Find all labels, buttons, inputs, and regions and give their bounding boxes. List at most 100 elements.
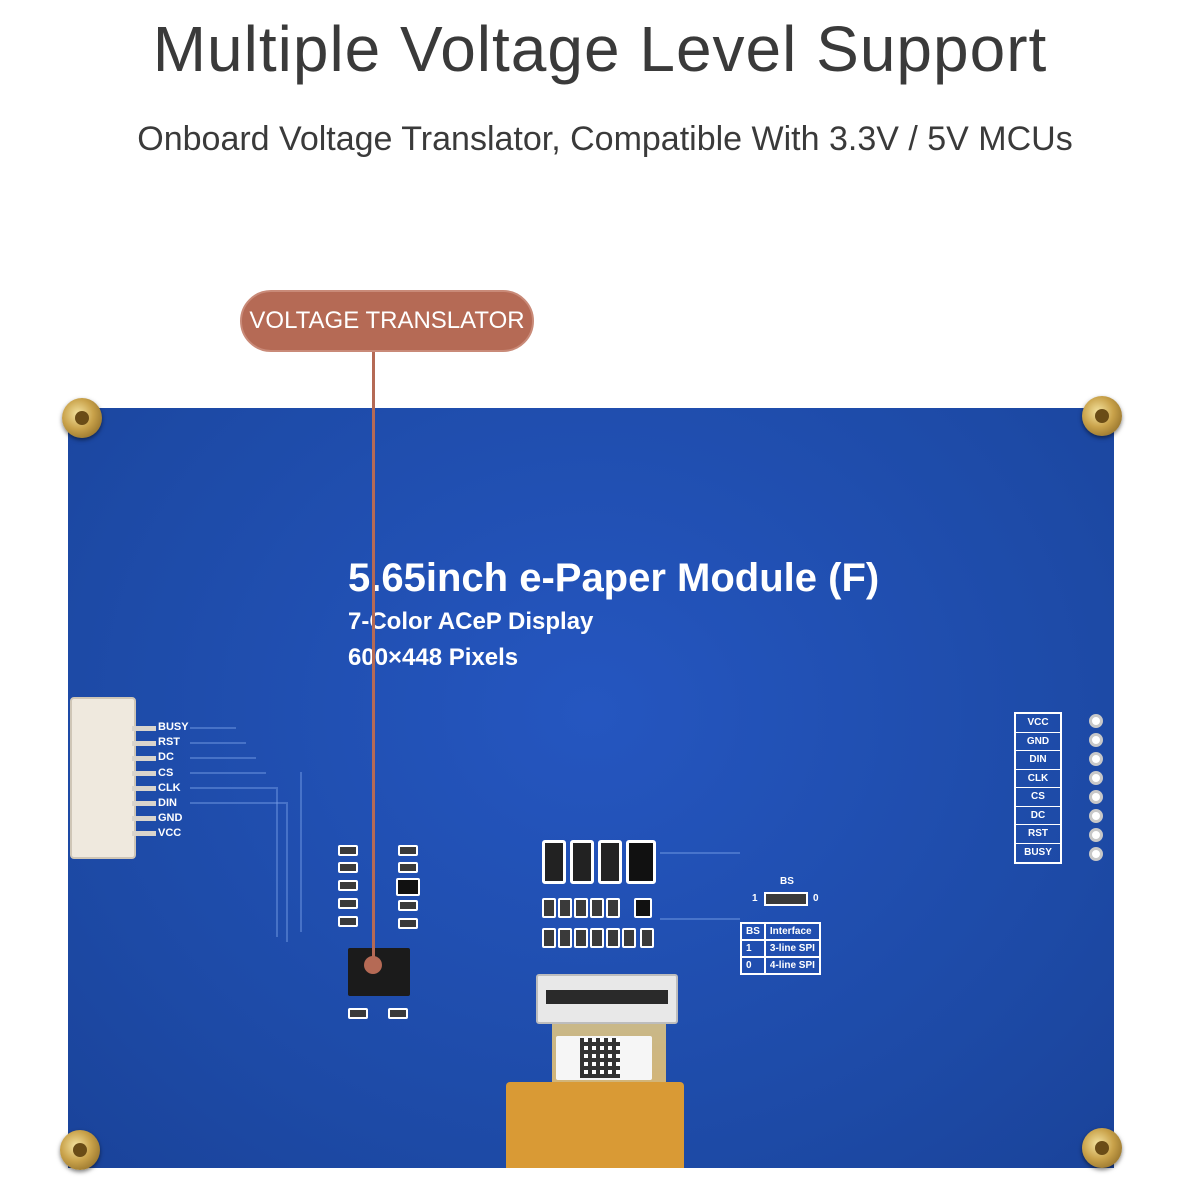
board-title: 5.65inch e-Paper Module (F) [348,556,880,600]
pin-label: DIN [158,797,177,810]
bs-switch-zero: 0 [813,893,819,904]
pin-label: DIN [1016,751,1060,770]
pcb-trace [660,852,740,854]
pin-label: CS [158,766,174,779]
connector-pin [132,816,156,821]
pcb-trace [286,802,288,942]
connector-pin [132,741,156,746]
pcb-trace [276,787,278,937]
capacitor-component [542,840,566,884]
smd-component [338,862,358,873]
smd-component [338,916,358,927]
smd-component [558,898,572,918]
pcb-trace [190,727,236,729]
capacitor-component [570,840,594,884]
pin-label: DC [1016,807,1060,825]
standoff-bottom-left [60,1130,100,1170]
connector-pin [132,726,156,731]
pcb-trace [190,757,256,759]
table-cell: 4-line SPI [763,956,821,975]
page-title: Multiple Voltage Level Support [152,13,1048,85]
pin-label: CLK [158,781,181,794]
smd-component [574,898,588,918]
smd-component [542,928,556,948]
pin-label: BUSY [158,721,189,733]
connector-pin [132,771,156,776]
callout-pointer-dot [364,956,382,974]
smd-component [558,928,572,948]
inductor-component [626,840,656,884]
right-pin-labels: VCC GND DIN CLK CS DC RST BUSY [1014,712,1062,864]
pcb-trace [190,742,246,744]
left-pin-labels: BUSY RST DC CS CLK DIN GND VCC [158,720,218,842]
smd-component [634,898,652,918]
table-header-cell: BS [740,922,766,941]
smd-component [398,862,418,873]
pin-label: DC [158,751,174,764]
smd-component [388,1008,408,1019]
standoff-top-right [1082,396,1122,436]
smd-component [574,928,588,948]
pcb-trace [190,802,286,804]
pin-label: VCC [158,827,182,840]
pin-label: CLK [1016,770,1060,788]
pin-label: GND [1016,733,1060,751]
solder-pad [1089,771,1103,785]
table-cell: 0 [740,956,766,975]
smd-component [606,898,620,918]
connector-pin [132,756,156,761]
solder-pad [1089,714,1103,728]
capacitor-component [598,840,622,884]
voltage-translator-chip [348,948,410,996]
voltage-translator-callout: VOLTAGE TRANSLATOR [240,290,534,352]
bs-switch [764,892,808,906]
table-row: 0 4-line SPI [740,956,821,975]
pin-label: RST [158,736,180,749]
smd-component [590,928,604,948]
standoff-bottom-right [1082,1128,1122,1168]
bs-switch-one: 1 [752,893,758,904]
flex-cable-base [506,1082,684,1168]
smd-component [542,898,556,918]
fpc-connector [536,974,678,1024]
smd-component [338,845,358,856]
solder-pad [1089,733,1103,747]
smd-component [338,898,358,909]
pcb-trace [190,787,276,789]
solder-pad [1089,790,1103,804]
pin-label: BUSY [1024,846,1052,858]
board-subtitle-pixels: 600×448 Pixels [348,644,519,671]
smd-component [348,1008,368,1019]
smd-component [606,928,620,948]
smd-component [338,880,358,891]
bs-interface-table: BS Interface 1 3-line SPI 0 4-line SPI [740,922,821,975]
pcb-board [68,408,1114,1168]
page-subtitle: Onboard Voltage Translator, Compatible W… [137,120,1073,158]
transistor-component [396,878,420,896]
pin-header-connector [70,697,136,859]
pin-label: RST [1016,825,1060,844]
pcb-trace [300,772,302,932]
connector-pin [132,831,156,836]
board-subtitle-color: 7-Color ACeP Display [348,608,594,635]
qr-code-icon [580,1038,620,1078]
smd-component [398,900,418,911]
pin-label: VCC [1016,714,1060,733]
solder-pad [1089,847,1103,861]
smd-component [590,898,604,918]
pin-label: CS [1016,788,1060,807]
pin-label: GND [158,812,183,825]
smd-component [398,845,418,856]
table-cell: 3-line SPI [763,939,821,958]
table-row: 1 3-line SPI [740,939,821,958]
solder-pad [1089,809,1103,823]
smd-component [398,918,418,929]
callout-pointer-line [372,350,375,964]
table-row: BS Interface [740,922,821,941]
pcb-trace [190,772,266,774]
connector-pin [132,801,156,806]
smd-component [622,928,636,948]
standoff-top-left [62,398,102,438]
bs-switch-label: BS [780,876,794,887]
solder-pad [1089,752,1103,766]
